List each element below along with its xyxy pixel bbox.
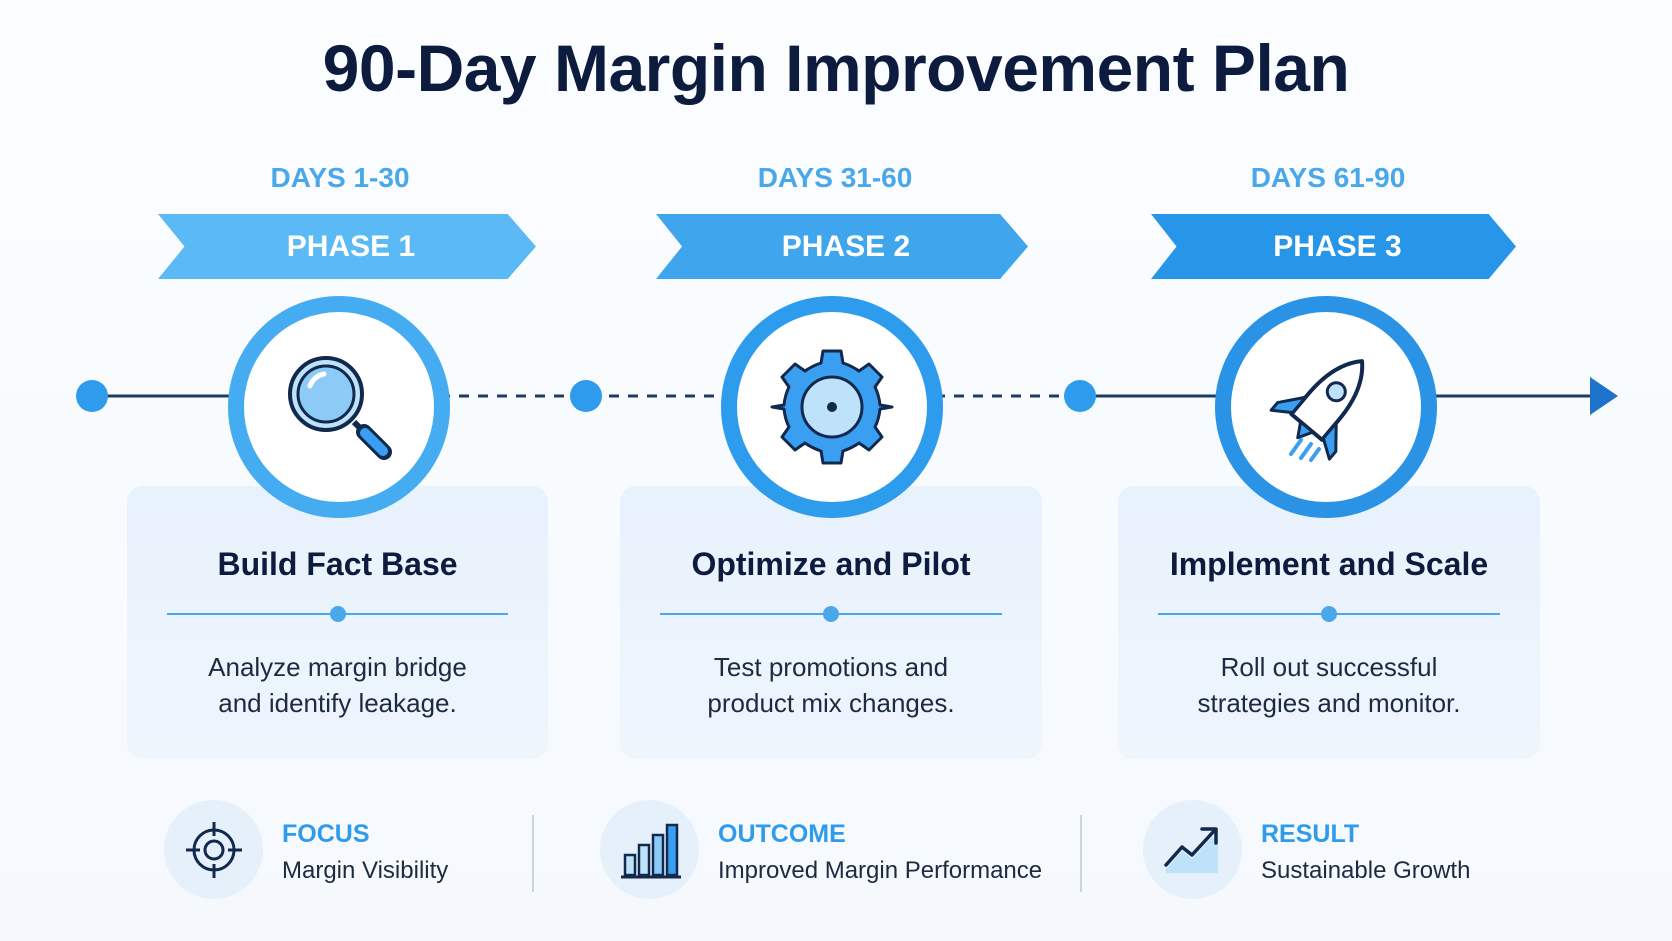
phase-3-card: Implement and Scale Roll out successful … [1118,486,1540,759]
summary-focus-icon-bg [164,800,263,899]
rocket-icon [1269,359,1365,462]
summary-result-label: RESULT [1261,820,1360,848]
gear-icon [770,349,894,465]
phase-2-desc-line-2: product mix changes. [707,688,955,718]
phase-1-desc-line-2: and identify leakage. [218,688,457,718]
summary-outcome: OUTCOME Improved Margin Performance [600,800,1060,900]
timeline-arrowhead [1590,377,1618,415]
card-divider-dot [329,606,346,622]
timeline-node-2 [570,380,602,412]
timeline-node-1 [76,380,108,412]
phase-3-title: Implement and Scale [1169,546,1489,582]
target-icon [185,821,242,878]
summary-focus-value: Margin Visibility [282,857,449,884]
phase-1-card: Build Fact Base Analyze margin bridge an… [127,486,548,759]
phase-1-label: PHASE 1 [286,229,416,263]
summary-divider-1 [532,815,534,892]
page-title: 90-Day Margin Improvement Plan [322,31,1350,105]
phase-1-days: DAYS 1-30 [270,162,410,193]
magnifying-glass-icon [288,356,392,460]
phase-2-title: Optimize and Pilot [691,546,971,582]
phase-3-days: DAYS 61-90 [1250,162,1406,193]
summary-result: RESULT Sustainable Growth [1143,800,1563,900]
summary-divider-2 [1080,815,1082,892]
phase-1-chevron: PHASE 1 [158,214,536,279]
summary-outcome-label: OUTCOME [718,820,846,848]
summary-outcome-value: Improved Margin Performance [718,857,1043,884]
summary-result-value: Sustainable Growth [1261,857,1471,884]
phase-3-description: Roll out successful strategies and monit… [1118,649,1540,721]
summary-result-icon-bg [1143,800,1242,899]
phase-2-icon-circle [721,296,943,518]
phase-2-description: Test promotions and product mix changes. [620,649,1042,721]
phase-1-description: Analyze margin bridge and identify leaka… [127,649,548,721]
phase-3-label: PHASE 3 [1273,229,1402,263]
summary-outcome-icon-bg [600,800,699,899]
phase-3-chevron: PHASE 3 [1151,214,1516,279]
phase-3-desc-line-1: Roll out successful [1220,652,1438,682]
phase-2-label: PHASE 2 [781,229,911,263]
phase-3-desc-line-2: strategies and monitor. [1197,688,1461,718]
phase-2-card: Optimize and Pilot Test promotions and p… [620,486,1042,759]
card-divider-dot [823,606,839,622]
summary-focus-label: FOCUS [282,820,370,848]
phase-1-desc-line-1: Analyze margin bridge [208,652,467,682]
card-divider-dot [1321,606,1337,622]
phase-2-desc-line-1: Test promotions and [713,652,949,682]
phase-1-title: Build Fact Base [217,546,458,582]
timeline-node-3 [1064,380,1096,412]
summary-focus: FOCUS Margin Visibility [164,800,524,900]
phase-1-icon-circle [228,296,450,518]
bar-chart-icon [620,823,681,878]
phase-2-days: DAYS 31-60 [757,162,913,193]
phase-2-chevron: PHASE 2 [656,214,1028,279]
phase-3-icon-circle [1215,296,1437,518]
trend-up-icon [1163,826,1218,873]
